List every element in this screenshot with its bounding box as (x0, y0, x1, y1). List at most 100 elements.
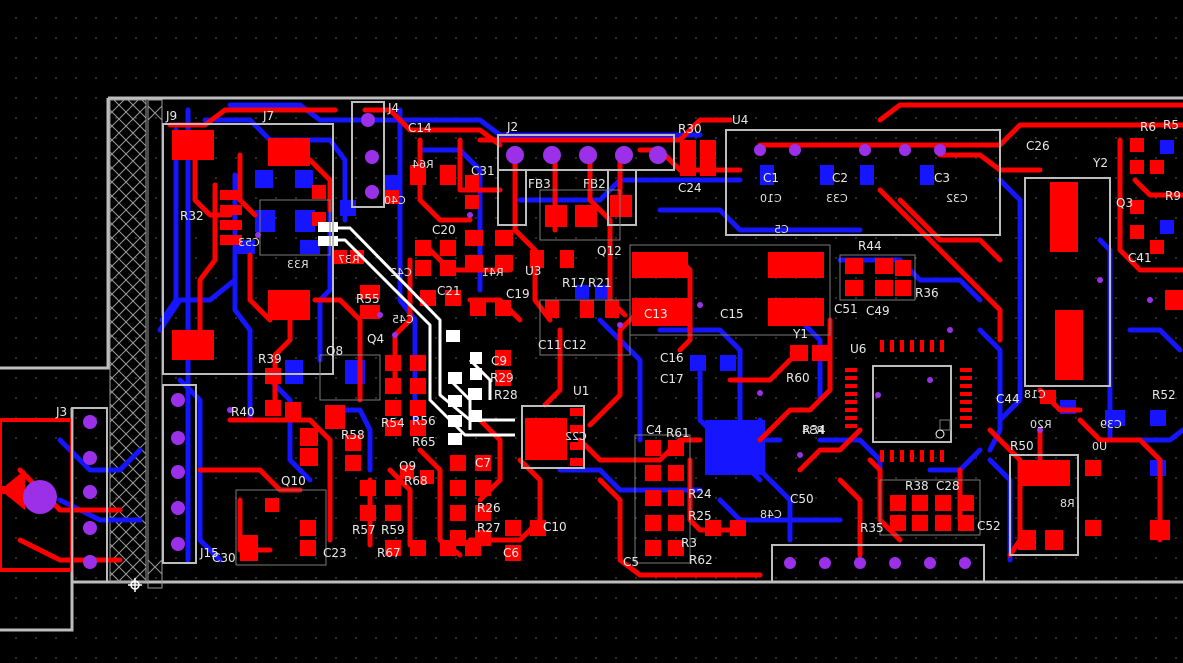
ref-J7: J7 (262, 109, 274, 123)
ref-R26: R26 (477, 501, 501, 515)
ref-C21: C21 (437, 284, 461, 298)
ref-b-C5: C5 (774, 223, 789, 236)
ref-R21: R21 (588, 276, 612, 290)
ref-C13: C13 (644, 307, 668, 321)
ref-Q8: Q8 (326, 344, 343, 358)
ref-C3: C3 (934, 171, 950, 185)
ref-C12: C12 (563, 338, 587, 352)
ref-R34: R34 (802, 423, 826, 437)
ref-R52: R52 (1152, 388, 1176, 402)
ref-R27: R27 (477, 521, 501, 535)
ref-C11: C11 (538, 338, 562, 352)
ref-R36: R36 (915, 286, 939, 300)
ref-C10: C10 (543, 520, 567, 534)
ref-C9: C9 (491, 354, 507, 368)
ref-C51: C51 (834, 302, 858, 316)
ref-C50: C50 (790, 492, 814, 506)
ref-R17: R17 (562, 276, 586, 290)
ref-U4: U4 (732, 113, 748, 127)
ref-FB2: FB2 (583, 177, 606, 191)
ref-R61: R61 (666, 426, 690, 440)
selected-pads (318, 222, 482, 445)
ref-b-R8: R8 (1060, 497, 1075, 510)
ref-J9: J9 (165, 109, 177, 123)
ref-R38: R38 (905, 479, 929, 493)
ref-b-C18: C18 (1024, 388, 1046, 401)
ref-J3: J3 (55, 405, 67, 419)
ref-R9: R9 (1165, 189, 1181, 203)
ref-C31: C31 (471, 164, 495, 178)
ref-Q10: Q10 (281, 474, 306, 488)
top-copper-pads (172, 130, 1183, 561)
vias (23, 113, 1153, 569)
ref-C23: C23 (323, 546, 347, 560)
ref-Q3: Q3 (1116, 196, 1133, 210)
ref-R50: R50 (1010, 439, 1034, 453)
ref-U3: U3 (525, 264, 541, 278)
ref-R35: R35 (860, 521, 884, 535)
ref-b-C32: C32 (946, 192, 968, 205)
ref-R60: R60 (786, 371, 810, 385)
u6-pins (845, 340, 972, 462)
ref-C15: C15 (720, 307, 744, 321)
ref-C44: C44 (996, 392, 1020, 406)
ref-Y2: Y2 (1092, 156, 1108, 170)
ref-R24: R24 (688, 487, 712, 501)
silkscreen-outlines (71, 101, 1111, 583)
ref-C16: C16 (660, 351, 684, 365)
ref-b-R41: R41 (482, 266, 504, 279)
edge-rail-hatch (147, 105, 163, 575)
ref-R67: R67 (377, 546, 401, 560)
ref-FB3: FB3 (528, 177, 551, 191)
ref-R6: R6 (1140, 120, 1156, 134)
ref-b-R37: R37 (338, 253, 360, 266)
ref-C14: C14 (408, 121, 432, 135)
ref-b-R33: R33 (287, 258, 309, 271)
ref-b-C53: C53 (238, 236, 260, 249)
ref-C24: C24 (678, 181, 702, 195)
ref-Y1: Y1 (792, 327, 808, 341)
ref-U1: U1 (573, 384, 589, 398)
ref-R56: R56 (412, 414, 436, 428)
ref-R55: R55 (356, 292, 380, 306)
ref-C17: C17 (660, 372, 684, 386)
ref-C19: C19 (506, 287, 530, 301)
ref-b-C45: C45 (392, 313, 414, 326)
ref-C30: C30 (212, 551, 236, 565)
ref-R28: R28 (494, 388, 518, 402)
ref-C20: C20 (432, 223, 456, 237)
ref-b-C40: C40 (384, 194, 406, 207)
ref-C26: C26 (1026, 139, 1050, 153)
ref-b-C42: C42 (390, 266, 412, 279)
ref-C41: C41 (1128, 251, 1152, 265)
ref-R59: R59 (381, 523, 405, 537)
ref-R25: R25 (688, 509, 712, 523)
top-designators: J9 J7 J4 C14 J2 R30 U4 C26 Y2 R6 R5 C31 … (55, 101, 1181, 569)
bottom-copper-pads (235, 140, 1174, 476)
ref-U6: U6 (850, 342, 866, 356)
ref-C4: C4 (646, 423, 662, 437)
ref-R3: R3 (681, 536, 697, 550)
ref-R65: R65 (412, 435, 436, 449)
ref-R39: R39 (258, 352, 282, 366)
ref-C2: C2 (832, 171, 848, 185)
silkscreen-thin (235, 189, 981, 566)
ref-C5: C5 (623, 555, 639, 569)
ref-b-C39: C39 (1100, 418, 1122, 431)
ref-R30: R30 (678, 122, 702, 136)
ref-R40: R40 (231, 405, 255, 419)
ref-Q4: Q4 (367, 332, 384, 346)
ref-Q12: Q12 (597, 244, 622, 258)
ref-R58: R58 (341, 428, 365, 442)
ref-R57: R57 (352, 523, 376, 537)
ref-R5: R5 (1163, 118, 1179, 132)
ref-C52: C52 (977, 519, 1001, 533)
ref-R54: R54 (381, 416, 405, 430)
ref-R44: R44 (858, 239, 882, 253)
ref-b-R64: R64 (412, 158, 434, 171)
ref-J4: J4 (387, 101, 399, 115)
ref-J2: J2 (506, 120, 518, 134)
ref-J15: J15 (199, 546, 219, 560)
